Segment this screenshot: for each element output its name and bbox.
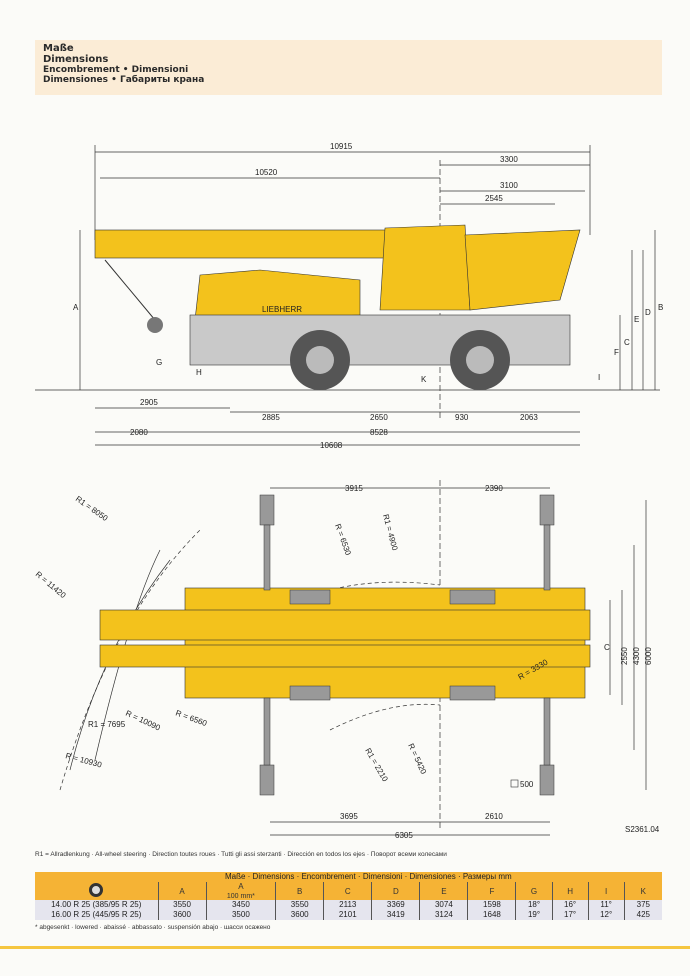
dim-label: B: [658, 303, 663, 312]
tire-size: 16.00 R 25 (445/95 R 25): [35, 910, 158, 920]
dim-label: D: [645, 308, 651, 317]
title-de: Maße: [43, 43, 74, 54]
tire-size: 14.00 R 25 (385/95 R 25): [35, 900, 158, 910]
col-header: E: [419, 882, 468, 900]
table-row: 16.00 R 25 (445/95 R 25) 3600 3500 3600 …: [35, 910, 662, 920]
cell: 3419: [371, 910, 420, 920]
dim-label: E: [634, 315, 639, 324]
col-header: B: [275, 882, 324, 900]
footnote: * abgesenkt · lowered · abaissé · abbass…: [35, 924, 271, 931]
cell: 18°: [515, 900, 553, 910]
cell: 3450: [205, 900, 276, 910]
col-header: F: [467, 882, 516, 900]
cell: 3600: [157, 910, 207, 920]
dim-label: 2610: [485, 812, 503, 821]
dim-label: 3915: [345, 484, 363, 493]
cell: 19°: [515, 910, 553, 920]
dim-label: K: [421, 375, 427, 384]
dim-label: 2650: [370, 413, 388, 422]
dim-label: 2550: [620, 647, 629, 665]
dim-label: 2063: [520, 413, 538, 422]
section-header: Maße Dimensions Encombrement • Dimension…: [35, 40, 662, 95]
dim-label: G: [156, 358, 162, 367]
col-header: K: [623, 882, 662, 900]
dim-label: 4300: [632, 647, 641, 665]
crane-side-view: LIEBHERR: [94, 224, 581, 390]
dim-label: H: [196, 368, 202, 377]
dim-label: 10520: [255, 168, 278, 177]
dim-label: R = 11420: [34, 570, 68, 601]
dim-label: A: [73, 303, 79, 312]
cell: 1648: [467, 910, 516, 920]
dim-label: 6305: [395, 831, 413, 840]
cell: 16°: [551, 900, 589, 910]
dimensions-table: Maße · Dimensions · Encombrement · Dimen…: [35, 872, 662, 920]
dim-label: 3100: [500, 181, 518, 190]
dim-label: 10608: [320, 441, 343, 450]
cell: 3074: [419, 900, 468, 910]
dim-label: R = 10090: [124, 709, 162, 733]
cell: 375: [623, 900, 662, 910]
dimension-drawing: LIEBHERR 10915 3300 10520 3100 2545 A B …: [34, 142, 664, 840]
dim-label: R1 = 4900: [381, 513, 399, 552]
cell: 3600: [275, 910, 324, 920]
dim-label: I: [598, 373, 600, 382]
cell: 17°: [551, 910, 589, 920]
dim-label: F: [614, 348, 619, 357]
cell: 1598: [467, 900, 516, 910]
subtitle-es-ru: Dimensiones • Габариты крана: [43, 75, 205, 85]
table-title: Maße · Dimensions · Encombrement · Dimen…: [35, 872, 662, 882]
cell: 12°: [587, 910, 625, 920]
cell: 2101: [323, 910, 372, 920]
drawing-number: S2361.04: [625, 825, 660, 834]
dim-label: R = 6560: [174, 708, 208, 728]
col-header: C: [323, 882, 372, 900]
col-header: G: [515, 882, 553, 900]
dim-label: 2080: [130, 428, 148, 437]
dim-label: C: [624, 338, 630, 347]
dim-label: 10915: [330, 142, 353, 151]
col-header: A: [157, 882, 207, 900]
dim-label: C: [604, 643, 610, 652]
dim-label: R1 = 2210: [363, 747, 390, 784]
dim-label: 2545: [485, 194, 503, 203]
cell: 3124: [419, 910, 468, 920]
dim-label: 2390: [485, 484, 503, 493]
subtitle-fr-it: Encombrement • Dimensioni: [43, 65, 189, 75]
dim-label: 3300: [500, 155, 518, 164]
brand-logo: LIEBHERR: [262, 305, 302, 314]
dim-label: R = 5420: [406, 742, 428, 776]
cell: 11°: [587, 900, 625, 910]
cell: 3550: [275, 900, 324, 910]
dim-label: 6000: [644, 647, 653, 665]
col-header: I: [587, 882, 625, 900]
cell: 3369: [371, 900, 420, 910]
crane-top-view: [99, 494, 591, 796]
dim-label: 3695: [340, 812, 358, 821]
footer-band: [0, 946, 690, 949]
col-header: D: [371, 882, 420, 900]
dim-label: R = 6530: [333, 523, 353, 557]
col-header: H: [551, 882, 589, 900]
tire-icon: [35, 882, 158, 900]
dim-label: 8528: [370, 428, 388, 437]
cell: 425: [623, 910, 662, 920]
steering-note: R1 = Allradlenkung · All-wheel steering …: [35, 851, 447, 858]
table-row: 14.00 R 25 (385/95 R 25) 3550 3450 3550 …: [35, 900, 662, 910]
cell: 3500: [205, 910, 276, 920]
title-en: Dimensions: [43, 54, 109, 65]
dim-label: R1 = 8050: [74, 494, 110, 523]
cell: 2113: [323, 900, 372, 910]
cell: 3550: [157, 900, 207, 910]
dim-label: R1 = 7695: [88, 720, 126, 729]
dim-label: 2905: [140, 398, 158, 407]
dim-label: 500: [520, 780, 534, 789]
dim-label: 2885: [262, 413, 280, 422]
dim-label: 930: [455, 413, 469, 422]
dim-label: R = 10930: [64, 751, 103, 769]
